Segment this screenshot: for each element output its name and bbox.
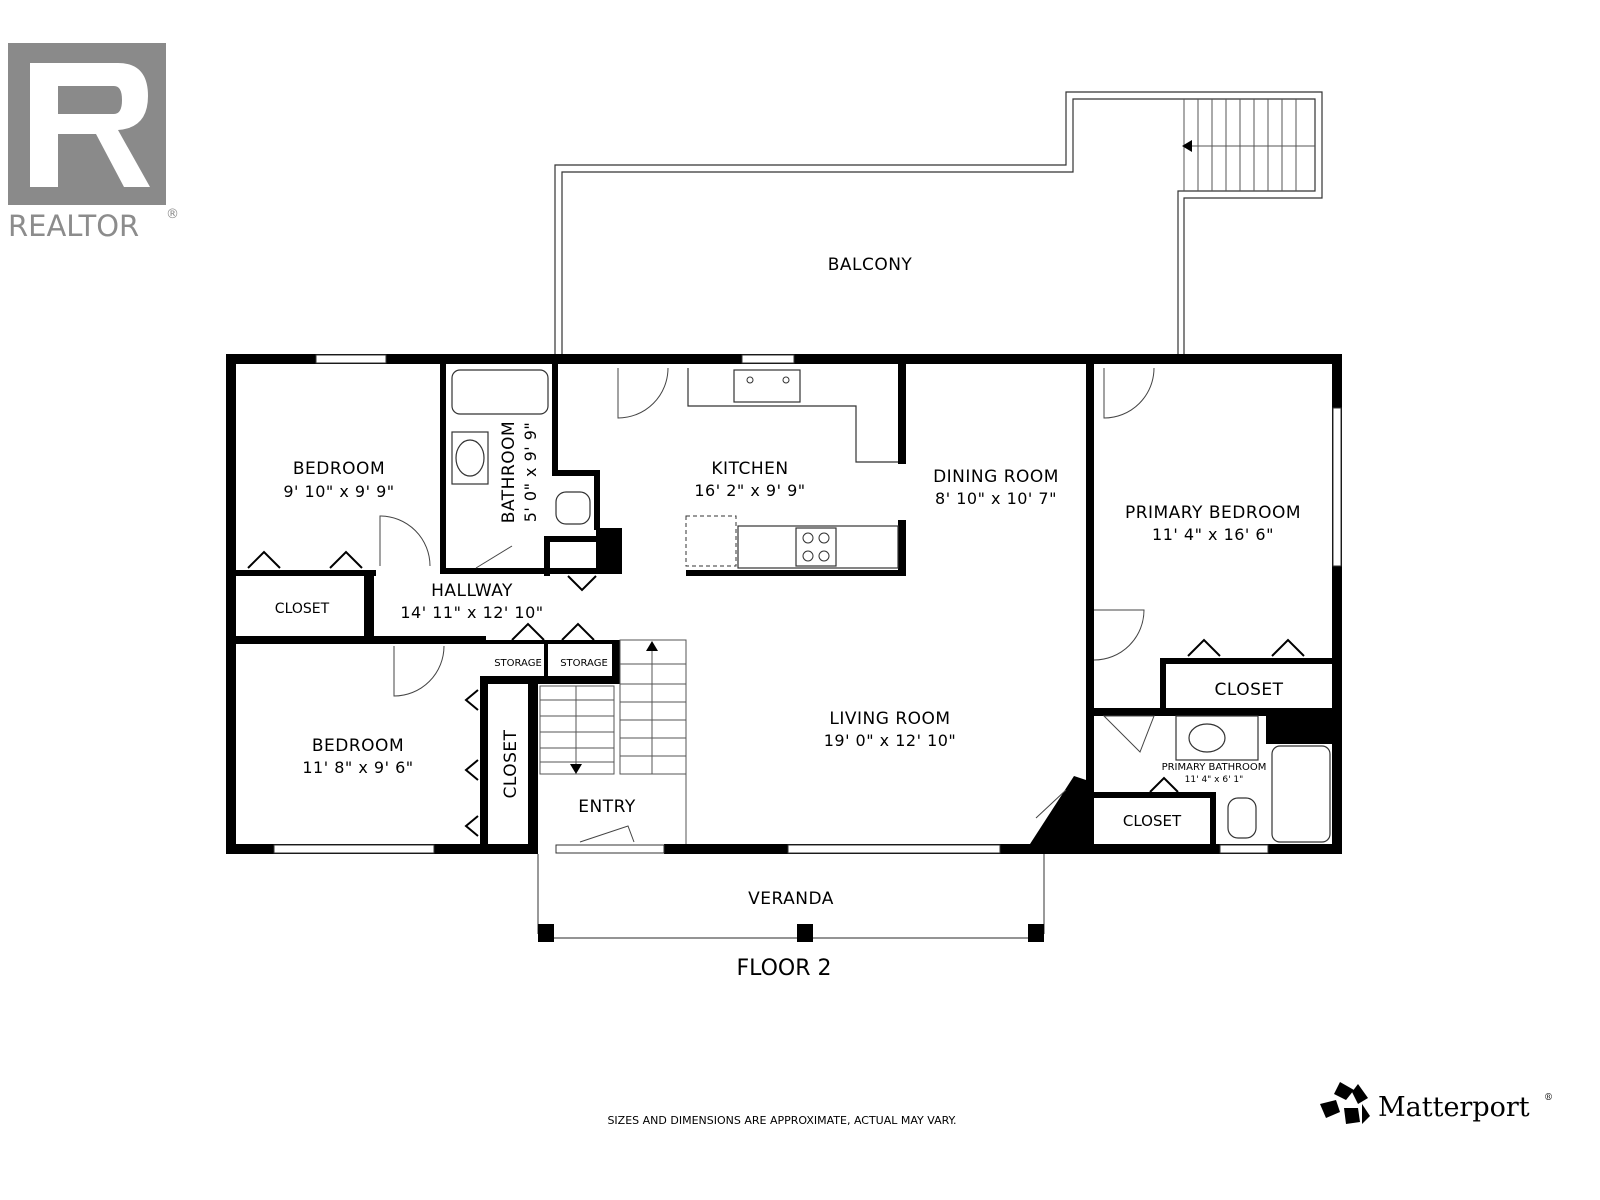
realtor-wordmark: REALTOR: [8, 209, 139, 243]
primary-bathroom-label: PRIMARY BATHROOM: [1162, 762, 1267, 773]
veranda-label: VERANDA: [748, 889, 834, 909]
balcony-label: BALCONY: [828, 255, 913, 275]
interior-stairs: [539, 639, 687, 844]
matterport-registered-mark: ®: [1544, 1093, 1553, 1103]
dining-room-label: DINING ROOM: [933, 467, 1059, 487]
storage-2-label: STORAGE: [560, 658, 608, 669]
primary-bedroom-label: PRIMARY BEDROOM: [1125, 503, 1301, 523]
primary-closet-label: CLOSET: [1214, 680, 1283, 700]
windows: [273, 354, 1342, 854]
matterport-logo: Matterport ®: [1320, 1082, 1553, 1124]
interior-walls: [236, 364, 1332, 850]
realtor-registered-mark: ®: [166, 207, 179, 222]
hallway-dims: 14' 11" x 12' 10": [400, 603, 543, 622]
closet-vertical-label: CLOSET: [501, 729, 521, 798]
kitchen-dims: 16' 2" x 9' 9": [694, 481, 805, 500]
bedroom-1-dims: 9' 10" x 9' 9": [283, 482, 394, 501]
bedroom-2-label: BEDROOM: [312, 736, 404, 756]
exterior-walls: [226, 354, 1342, 854]
primary-bedroom-dims: 11' 4" x 16' 6": [1152, 525, 1274, 544]
living-room-dims: 19' 0" x 12' 10": [824, 731, 957, 750]
bedroom-2-dims: 11' 8" x 9' 6": [302, 758, 413, 777]
living-room-label: LIVING ROOM: [829, 709, 950, 729]
bathroom-dims: 5' 0" x 9' 9": [521, 422, 540, 523]
bedroom-1-label: BEDROOM: [293, 459, 385, 479]
veranda: [537, 854, 1045, 942]
realtor-logo: REALTOR ®: [8, 43, 179, 243]
dining-room-dims: 8' 10" x 10' 7": [935, 489, 1057, 508]
closet-bath-label: CLOSET: [1123, 812, 1182, 830]
fixtures: [451, 368, 1331, 843]
kitchen-label: KITCHEN: [711, 459, 788, 479]
bathroom-label: BATHROOM: [499, 421, 519, 523]
hallway-label: HALLWAY: [431, 581, 513, 601]
matterport-wordmark: Matterport: [1378, 1092, 1530, 1123]
primary-bathroom-dims: 11' 4" x 6' 1": [1185, 775, 1244, 785]
closet-door-markers: [247, 550, 1305, 837]
balcony-outline: [554, 91, 1323, 358]
entry-label: ENTRY: [578, 797, 636, 817]
floor-title: FLOOR 2: [736, 956, 831, 981]
storage-1-label: STORAGE: [494, 658, 542, 669]
disclaimer: SIZES AND DIMENSIONS ARE APPROXIMATE, AC…: [607, 1114, 956, 1127]
closet-left-label: CLOSET: [275, 601, 330, 617]
door-swings: [379, 367, 1155, 843]
balcony-stairs: [1183, 99, 1315, 191]
matterport-icon: [1320, 1082, 1370, 1124]
